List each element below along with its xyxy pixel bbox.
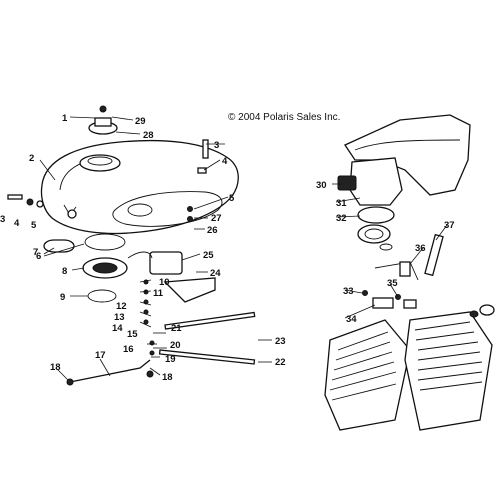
- callout-26: 26: [207, 225, 218, 236]
- callout-5-right: 5: [229, 193, 235, 204]
- callout-29: 29: [135, 116, 146, 127]
- fuel-pump-assembly: [43, 233, 216, 356]
- callout-23: 23: [275, 336, 286, 347]
- leader-lines: [39, 116, 448, 381]
- callout-7: 7: [33, 247, 38, 258]
- callout-18-left: 18: [50, 362, 61, 373]
- callout-25: 25: [203, 250, 214, 261]
- callout-28: 28: [143, 130, 154, 141]
- callout-33: 33: [343, 286, 354, 297]
- fuel-cap: [88, 105, 118, 135]
- callout-20: 20: [170, 340, 181, 351]
- callout-13: 13: [114, 312, 125, 323]
- callout-9: 9: [60, 292, 65, 303]
- callout-3-right: 3: [214, 140, 219, 151]
- callout-18-right: 18: [162, 372, 173, 383]
- callout-34: 34: [346, 314, 357, 325]
- callout-19: 19: [165, 354, 176, 365]
- tank-mount-bolts: [7, 139, 209, 222]
- callout-30: 30: [316, 180, 327, 191]
- callout-21: 21: [171, 323, 182, 334]
- fuel-lines: [66, 311, 256, 386]
- callout-14: 14: [112, 323, 123, 334]
- callout-36: 36: [415, 243, 426, 254]
- callout-numbers: 1 2 3 3 4 4 5 5 6 7 8 9 10 11 12 13 14 1…: [0, 113, 455, 383]
- callout-35: 35: [387, 278, 398, 289]
- callout-15: 15: [127, 329, 138, 340]
- callout-8: 8: [62, 266, 67, 277]
- callout-4-left: 4: [14, 218, 20, 229]
- callout-22: 22: [275, 357, 286, 368]
- callout-11: 11: [153, 288, 164, 299]
- callout-32: 32: [336, 213, 347, 224]
- engine-cylinders: [324, 304, 495, 431]
- callout-27: 27: [211, 213, 222, 224]
- callout-6: 6: [36, 251, 41, 262]
- callout-3-left: 3: [0, 214, 5, 225]
- callout-1: 1: [62, 113, 68, 124]
- callout-31: 31: [336, 198, 347, 209]
- callout-5-left: 5: [31, 220, 37, 231]
- callout-10: 10: [159, 277, 170, 288]
- callout-12: 12: [116, 301, 127, 312]
- callout-24: 24: [210, 268, 221, 279]
- airbox-assembly: [337, 114, 471, 251]
- fuel-tank: [40, 139, 239, 235]
- throttle-body-parts: [362, 233, 444, 309]
- callout-4-right: 4: [222, 156, 228, 167]
- callout-2: 2: [29, 153, 34, 164]
- callout-37: 37: [444, 220, 455, 231]
- callout-17: 17: [95, 350, 106, 361]
- copyright-text: © 2004 Polaris Sales Inc.: [228, 112, 340, 123]
- callout-16: 16: [123, 344, 134, 355]
